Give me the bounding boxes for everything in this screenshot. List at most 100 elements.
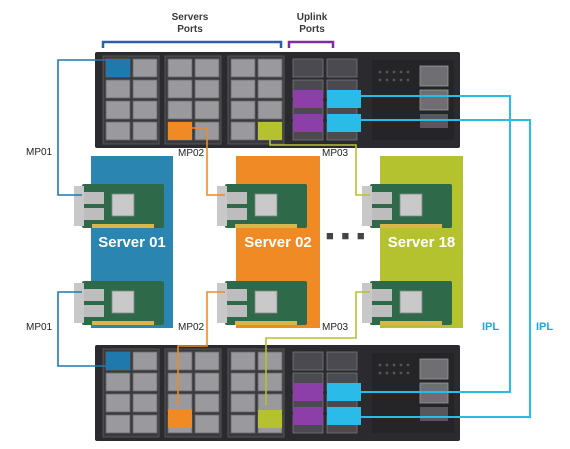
nic-server-18-top-connector [372,208,392,220]
nic-server-01-top-chip [111,193,135,217]
top-switch-server-port [257,79,283,99]
top-switch-mgmt-port [419,89,449,111]
cables [57,59,531,418]
mp02-bottom-label: MP02 [178,322,205,333]
bottom-switch-server-port [194,372,220,392]
ipl-cable-1 [360,95,511,393]
top-switch-server-port [167,100,193,120]
cable-mp02-top [176,127,225,196]
uplink-ports-line2: Ports [299,24,325,35]
top-switch-vent-hole [385,78,389,82]
mp01-bottom-label: MP01 [26,322,53,333]
ipl-label-1: IPL [482,321,500,333]
server-02-label: Server 02 [244,234,312,251]
top-switch-server-port [230,121,256,141]
ipl-cable-2 [360,119,531,418]
nic-server-01-bottom-edge-connector [92,321,154,325]
uplink-ports-header: Uplink Ports [288,12,336,36]
servers-ports-header: Servers Ports [160,12,220,36]
nic-server-18-bottom-edge-connector [380,321,442,325]
bottom-switch-vent-hole [406,371,410,375]
top-switch-server-port [257,58,283,78]
top-switch-server-port [132,58,158,78]
nic-server-02-bottom-connector [227,289,247,301]
nic-server-18-top-connector [372,192,392,204]
top-switch-server-port [194,58,220,78]
nic-server-01-top-connector [84,208,104,220]
cable-mp01-top [57,59,112,196]
nic-server-18-top [362,184,452,228]
nic-server-01-top-connector [84,192,104,204]
bottom-switch-ipl-module [327,383,361,401]
servers-ports-line2: Ports [177,24,203,35]
bottom-switch-server-port [230,351,256,371]
mp03-bottom-label: MP03 [322,322,349,333]
nic-server-01-top-edge-connector [92,224,154,228]
top-switch-server-port [105,100,131,120]
more-servers-ellipsis: ■ ■ ■ [326,228,367,243]
bottom-switch-uplink-port [292,351,324,371]
top-switch-uplink-module [293,114,323,132]
top-switch-server-port [105,79,131,99]
uplink-ports-line1: Uplink [296,12,328,23]
top-switch-server-port [194,100,220,120]
top-switch-server-port [132,79,158,99]
bottom-switch-server-port [257,393,283,413]
bottom-switch-vent-hole [378,371,382,375]
top-switch-server-port [132,100,158,120]
nic-server-02-bottom-chip [254,290,278,314]
bottom-switch-vent-hole [392,363,396,367]
bottom-switch-vent-hole [406,363,410,367]
bottom-switch-mp03-port [258,410,282,428]
bottom-switch-server-port [132,351,158,371]
top-switch-mp02-port [168,122,192,140]
cable-mp01-bottom [57,291,108,367]
top-switch-vent-hole [392,78,396,82]
top-switch-vent-hole [399,70,403,74]
bottom-switch-vent-hole [385,363,389,367]
nic-server-02-top-chip [254,193,278,217]
server-01-label: Server 01 [98,234,166,251]
bottom-switch-usb-port [420,407,448,421]
bottom-switch-server-port [105,393,131,413]
bottom-switch-vent-hole [399,363,403,367]
nic-server-18-bottom-connector [372,305,392,317]
bottom-switch-server-port [257,372,283,392]
top-switch [95,52,460,148]
top-switch-mp01-port [106,59,130,77]
bottom-switch-mp01-port [106,352,130,370]
top-switch-server-port [230,100,256,120]
bottom-switch-server-port [230,372,256,392]
bottom-switch-ipl-module [327,407,361,425]
bottom-switch-server-port [105,372,131,392]
top-switch-ipl-module [327,114,361,132]
nic-server-18-bottom-bracket [362,283,372,323]
nic-server-01-bottom-chip [111,290,135,314]
mp01-top-label: MP01 [26,147,53,158]
bottom-switch-server-port [194,393,220,413]
nic-server-02-bottom [217,281,307,325]
nic-server-01-bottom-bracket [74,283,84,323]
nic-server-18-top-edge-connector [380,224,442,228]
top-switch-server-port [167,79,193,99]
top-switch-vent-hole [406,70,410,74]
bottom-switch-uplink-module [293,407,323,425]
cable-mp03-top [269,128,370,196]
top-switch-server-port [132,121,158,141]
top-switch-vent-hole [392,70,396,74]
bottom-switch-mp02-port [168,410,192,428]
nic-server-01-bottom-connector [84,289,104,301]
ipl-label-2: IPL [536,321,554,333]
top-switch-server-port [230,58,256,78]
bottom-switch-server-port [167,393,193,413]
top-switch-uplink-port [292,58,324,78]
nic-server-01-top [74,184,164,228]
nic-server-01-bottom [74,281,164,325]
bottom-switch-server-port [167,372,193,392]
bottom-switch-server-port [105,414,131,434]
nic-server-02-top-edge-connector [235,224,297,228]
nic-server-18-bottom-connector [372,289,392,301]
bottom-switch-server-port [132,393,158,413]
